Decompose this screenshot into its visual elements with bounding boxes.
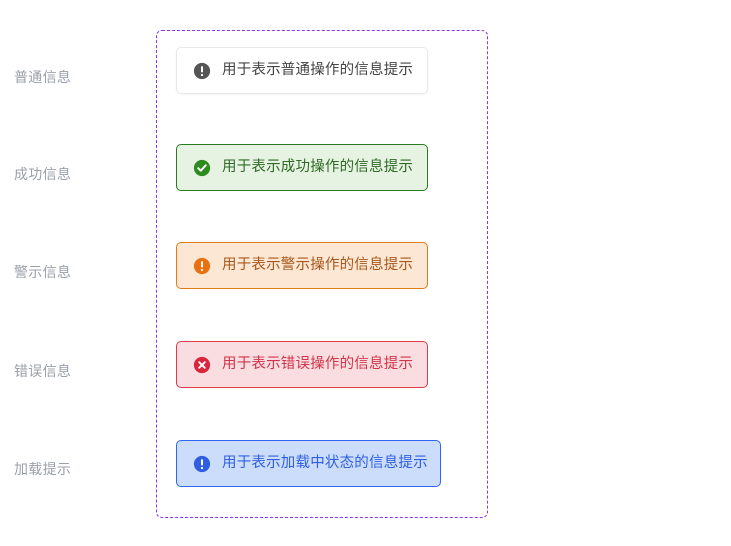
message-text-warning: 用于表示警示操作的信息提示 — [222, 257, 414, 274]
close-circle-icon — [193, 356, 211, 373]
message-box-error[interactable]: 用于表示错误操作的信息提示 — [176, 341, 428, 388]
message-box-success[interactable]: 用于表示成功操作的信息提示 — [176, 144, 428, 191]
check-circle-icon — [193, 159, 211, 176]
message-text-loading: 用于表示加载中状态的信息提示 — [222, 455, 428, 472]
exclamation-circle-icon — [193, 257, 211, 274]
message-text-error: 用于表示错误操作的信息提示 — [222, 356, 414, 373]
row-label-loading: 加载提示 — [14, 461, 72, 477]
row-label-error: 错误信息 — [14, 363, 72, 379]
message-box-info[interactable]: 用于表示普通操作的信息提示 — [176, 47, 428, 94]
preview-dashed-region — [156, 30, 488, 518]
row-label-column: 普通信息 成功信息 警示信息 错误信息 加载提示 — [0, 30, 140, 520]
row-label-info: 普通信息 — [14, 69, 72, 85]
row-label-success: 成功信息 — [14, 166, 72, 182]
message-text-success: 用于表示成功操作的信息提示 — [222, 159, 414, 176]
exclamation-circle-icon — [193, 455, 211, 472]
message-text-info: 用于表示普通操作的信息提示 — [222, 62, 414, 79]
message-box-loading[interactable]: 用于表示加载中状态的信息提示 — [176, 440, 441, 487]
row-label-warning: 警示信息 — [14, 264, 72, 280]
message-box-warning[interactable]: 用于表示警示操作的信息提示 — [176, 242, 428, 289]
exclamation-circle-icon — [193, 62, 211, 79]
